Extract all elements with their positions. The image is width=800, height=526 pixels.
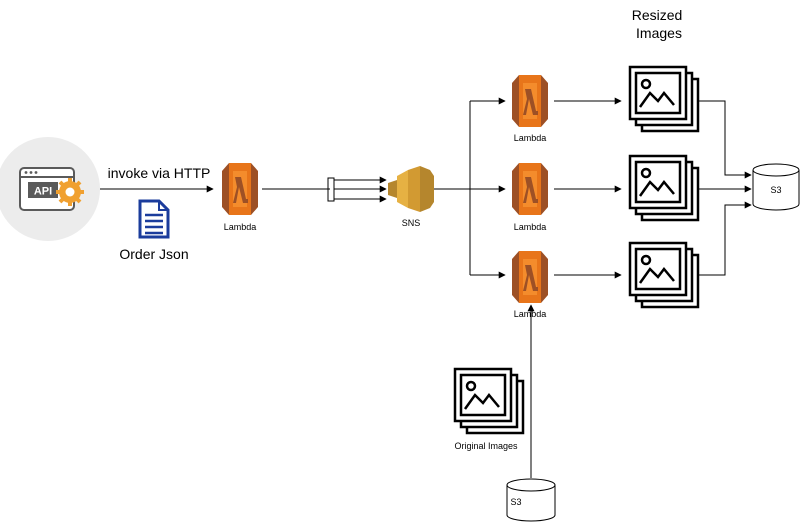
document-icon bbox=[138, 199, 170, 239]
aws-lambda-icon bbox=[512, 75, 548, 127]
image-stack-icon bbox=[628, 241, 700, 309]
s3-right-label: S3 bbox=[770, 185, 781, 195]
api-gear-icon: API bbox=[0, 137, 100, 241]
aws-lambda-icon bbox=[512, 163, 548, 215]
connectors bbox=[100, 97, 752, 478]
image-stack-icon bbox=[453, 367, 525, 435]
api-label: API bbox=[34, 186, 52, 198]
invoke-label: invoke via HTTP bbox=[108, 165, 211, 181]
aws-sns-icon bbox=[388, 166, 434, 212]
s3-bottom-label: S3 bbox=[510, 497, 521, 507]
resized-images-title: Resized Images bbox=[632, 7, 686, 41]
sns-label: SNS bbox=[402, 218, 421, 228]
lambda-main-label: Lambda bbox=[224, 222, 257, 232]
s3-cylinder-icon bbox=[506, 478, 556, 522]
order-json-label: Order Json bbox=[119, 246, 188, 262]
s3-cylinder-icon bbox=[752, 163, 800, 211]
lambda-3-label: Lambda bbox=[514, 309, 547, 319]
image-stack-icon bbox=[628, 65, 700, 133]
lambda-2-label: Lambda bbox=[514, 222, 547, 232]
image-stack-icon bbox=[628, 154, 700, 222]
aws-lambda-icon bbox=[512, 251, 548, 303]
aws-lambda-icon bbox=[222, 163, 258, 215]
lambda-1-label: Lambda bbox=[514, 133, 547, 143]
original-images-label: Original Images bbox=[454, 441, 518, 451]
